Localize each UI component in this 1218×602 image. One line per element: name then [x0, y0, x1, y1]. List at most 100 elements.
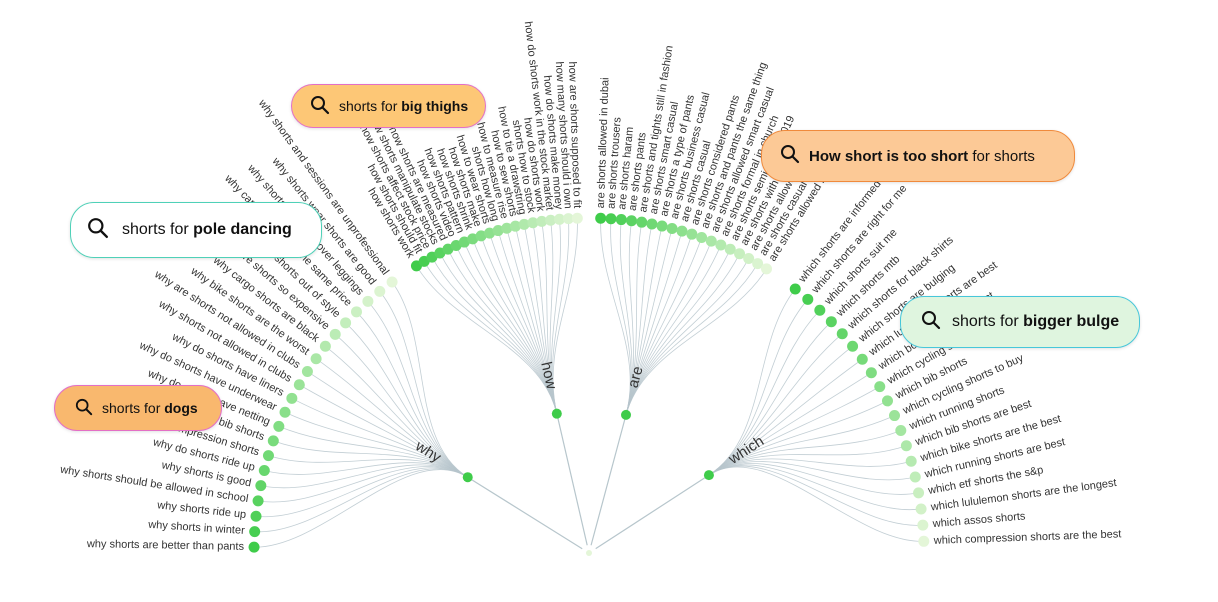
leaf-node[interactable]	[895, 425, 907, 437]
leaf-node[interactable]	[301, 366, 313, 378]
leaf-node[interactable]	[889, 410, 901, 422]
leaf-node[interactable]	[715, 239, 727, 251]
leaf-node[interactable]	[248, 541, 260, 553]
leaf-node[interactable]	[615, 214, 627, 226]
leaf-node[interactable]	[262, 450, 274, 462]
leaf-node[interactable]	[553, 213, 565, 225]
branch-node[interactable]	[462, 472, 473, 483]
leaf-node[interactable]	[350, 306, 362, 318]
leaf-node[interactable]	[865, 367, 877, 379]
leaf-node[interactable]	[258, 465, 270, 477]
leaf-node[interactable]	[724, 243, 736, 255]
leaf-node[interactable]	[249, 526, 261, 538]
leaf-label[interactable]: which compression shorts are the best	[933, 528, 1122, 547]
leaf-label[interactable]: why shorts in winter	[147, 519, 245, 537]
branch-node[interactable]	[551, 408, 562, 419]
leaf-link	[455, 245, 558, 414]
callout-bigger-bulge[interactable]: shorts for bigger bulge	[900, 296, 1140, 348]
leaf-node[interactable]	[913, 487, 925, 499]
leaf-node[interactable]	[458, 236, 470, 248]
leaf-node[interactable]	[509, 220, 521, 232]
leaf-node[interactable]	[676, 225, 688, 237]
leaf-node[interactable]	[666, 222, 678, 234]
leaf-node[interactable]	[273, 420, 285, 432]
leaf-node[interactable]	[847, 340, 859, 352]
leaf-node[interactable]	[814, 304, 826, 316]
leaf-node[interactable]	[636, 216, 648, 228]
leaf-node[interactable]	[518, 218, 530, 230]
callout-dogs[interactable]: shorts for dogs	[54, 385, 222, 431]
leaf-node[interactable]	[310, 353, 322, 365]
callout-keyword: big thighs	[401, 98, 469, 114]
leaf-link	[708, 386, 880, 476]
leaf-node[interactable]	[918, 535, 930, 547]
leaf-node[interactable]	[286, 392, 298, 404]
leaf-node[interactable]	[386, 276, 398, 288]
leaf-node[interactable]	[319, 340, 331, 352]
callout-how-short-is-too-short[interactable]: How short is too short for shorts	[761, 130, 1075, 182]
leaf-node[interactable]	[340, 317, 352, 329]
leaf-node[interactable]	[656, 220, 668, 232]
leaf-node[interactable]	[595, 212, 607, 224]
leaf-node[interactable]	[250, 510, 262, 522]
leaf-node[interactable]	[252, 495, 264, 507]
leaf-link	[273, 440, 468, 478]
leaf-node[interactable]	[881, 395, 893, 407]
leaf-node[interactable]	[696, 232, 708, 244]
leaf-node[interactable]	[686, 228, 698, 240]
leaf-label[interactable]: how are shorts supposed to fit	[566, 61, 583, 208]
leaf-node[interactable]	[825, 316, 837, 328]
leaf-node[interactable]	[467, 233, 479, 245]
leaf-link	[315, 358, 468, 478]
leaf-node[interactable]	[562, 213, 574, 225]
leaf-node[interactable]	[545, 214, 557, 226]
leaf-node[interactable]	[905, 455, 917, 467]
leaf-node[interactable]	[646, 218, 658, 230]
branch-node[interactable]	[703, 470, 714, 481]
leaf-node[interactable]	[527, 217, 539, 229]
leaf-node[interactable]	[255, 480, 267, 492]
leaf-node[interactable]	[501, 222, 513, 234]
leaf-node[interactable]	[705, 235, 717, 247]
leaf-link	[325, 345, 468, 478]
leaf-node[interactable]	[917, 519, 929, 531]
leaf-node[interactable]	[752, 258, 764, 270]
leaf-node[interactable]	[802, 293, 814, 305]
callout-pole-dancing[interactable]: shorts for pole dancing	[70, 202, 322, 258]
leaf-node[interactable]	[329, 328, 341, 340]
branch-label[interactable]: are	[625, 364, 647, 389]
leaf-node[interactable]	[536, 215, 548, 227]
leaf-node[interactable]	[909, 471, 921, 483]
leaf-node[interactable]	[362, 295, 374, 307]
leaf-node[interactable]	[761, 263, 773, 275]
leaf-label[interactable]: which assos shorts	[931, 510, 1026, 530]
leaf-node[interactable]	[605, 213, 617, 225]
leaf-label[interactable]: why shorts are better than pants	[86, 538, 245, 553]
leaf-node[interactable]	[484, 227, 496, 239]
leaf-node[interactable]	[279, 406, 291, 418]
leaf-node[interactable]	[856, 353, 868, 365]
leaf-node[interactable]	[492, 225, 504, 237]
leaf-node[interactable]	[293, 379, 305, 391]
leaf-node[interactable]	[450, 239, 462, 251]
leaf-label[interactable]: why shorts should be allowed in school	[58, 464, 249, 506]
leaf-node[interactable]	[267, 435, 279, 447]
leaf-node[interactable]	[475, 230, 487, 242]
leaf-link	[708, 445, 907, 476]
callout-big-thighs[interactable]: shorts for big thighs	[291, 84, 486, 128]
branch-label[interactable]: how	[537, 360, 560, 391]
leaf-node[interactable]	[626, 215, 638, 227]
leaf-node[interactable]	[374, 285, 386, 297]
callout-prefix: shorts for	[122, 221, 194, 238]
branch-node[interactable]	[621, 409, 632, 420]
leaf-node[interactable]	[743, 253, 755, 265]
leaf-node[interactable]	[571, 212, 583, 224]
leaf-node[interactable]	[836, 328, 848, 340]
leaf-link	[552, 218, 578, 414]
leaf-node[interactable]	[900, 440, 912, 452]
leaf-node[interactable]	[915, 503, 927, 515]
leaf-node[interactable]	[734, 248, 746, 260]
leaf-node[interactable]	[789, 283, 801, 295]
leaf-label[interactable]: are shorts allowed in dubai	[595, 77, 612, 208]
leaf-node[interactable]	[874, 381, 886, 393]
